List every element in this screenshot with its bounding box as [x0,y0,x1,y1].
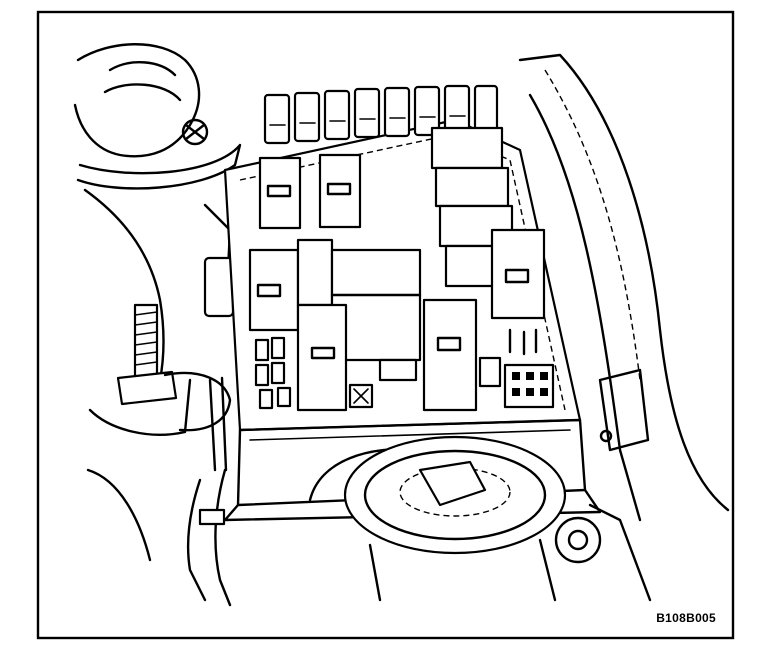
battery-stud [86,303,232,562]
relay-center [248,153,546,412]
figure-code: B108B005 [656,611,716,625]
figure-frame [36,10,735,640]
strut-tower [73,43,242,392]
fender-panel [518,53,730,602]
connector-grid [503,328,555,409]
fuse-row-top [263,84,499,145]
mini-fuses [254,336,502,410]
reservoir-cap [308,435,567,602]
drawing [73,43,730,607]
left-harness [186,256,235,607]
